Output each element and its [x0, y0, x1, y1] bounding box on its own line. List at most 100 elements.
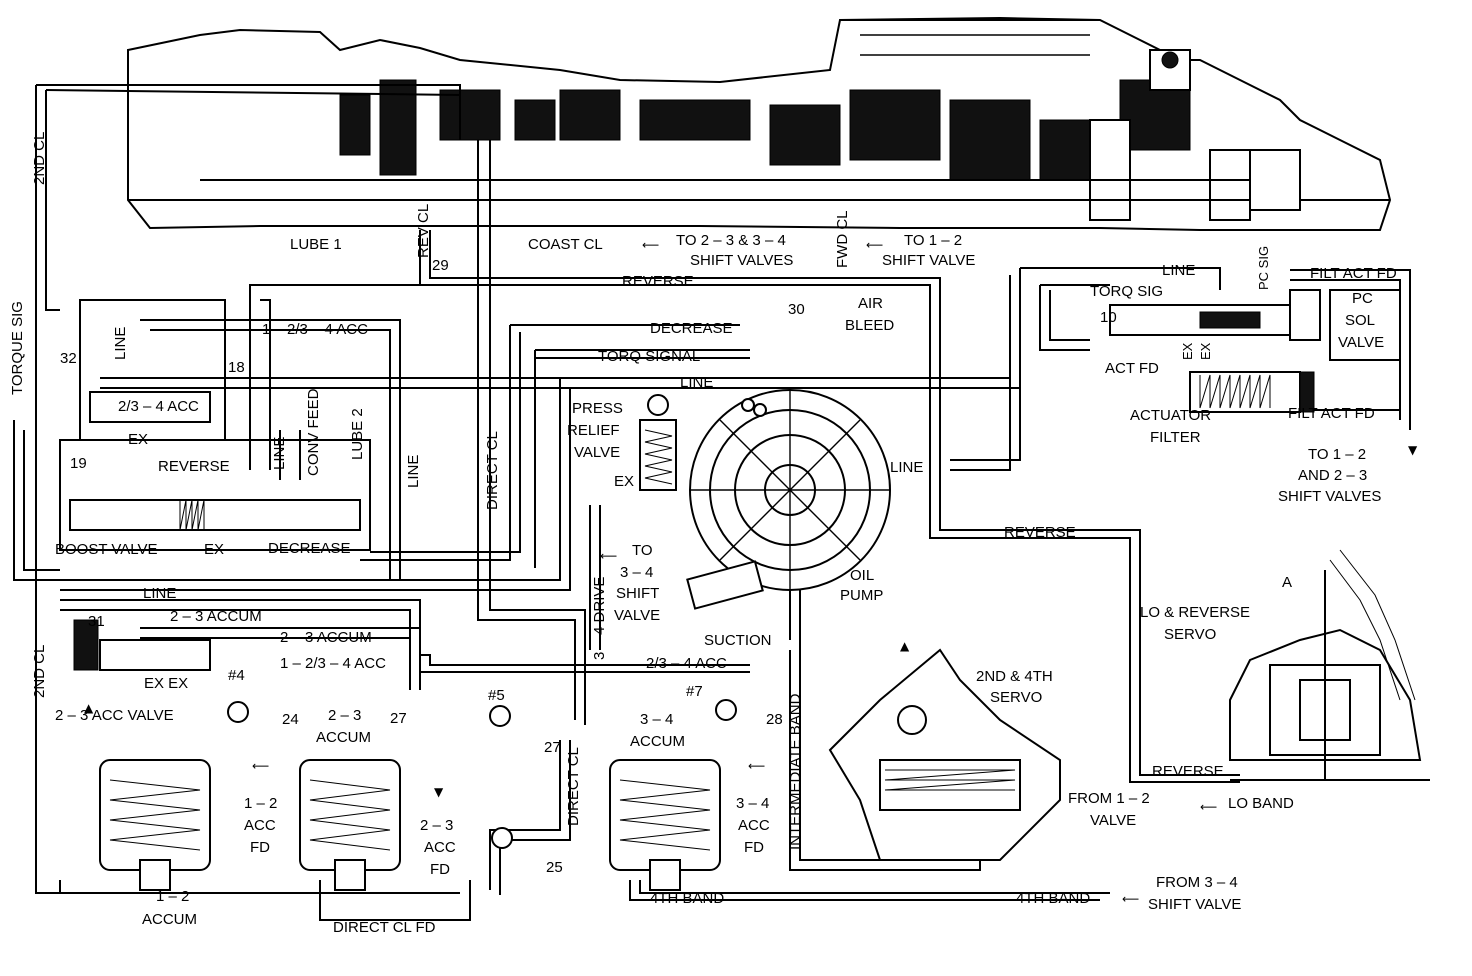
- torq-sig-label: TORQ SIG: [1090, 283, 1163, 300]
- a-mark: A: [1282, 574, 1292, 591]
- 2-3-acc-valve-label: 2 – 3 ACC VALVE: [55, 707, 174, 724]
- line-acc-label: LINE: [143, 585, 176, 602]
- arrow-up-icon: ▲: [900, 639, 910, 653]
- num-19: 19: [70, 455, 87, 472]
- num-18: 18: [228, 359, 245, 376]
- arrow-left-icon: ⟵: [1200, 800, 1217, 814]
- check-ball-4: [227, 701, 249, 723]
- lo-band-label: LO BAND: [1228, 795, 1294, 812]
- reverse-top-label: REVERSE: [622, 273, 694, 290]
- lo-rev-servo-label-2: SERVO: [1164, 626, 1216, 643]
- filt-act-fd-bottom-label: FILT ACT FD: [1288, 405, 1375, 422]
- ball-4-label: #4: [228, 667, 245, 684]
- ex-ex-label: EX EX: [144, 675, 188, 692]
- pump-label: PUMP: [840, 587, 883, 604]
- accum-3-4: [609, 759, 721, 891]
- decrease-top-label: DECREASE: [650, 320, 733, 337]
- acc-fd-12-label-1: 1 – 2: [244, 795, 277, 812]
- pc-sol-valve-label-2: SOL: [1345, 312, 1375, 329]
- relief-label: RELIEF: [567, 422, 620, 439]
- from-3-4-label-2: SHIFT VALVE: [1148, 896, 1241, 913]
- accum-34-label-2: ACCUM: [630, 733, 685, 750]
- acc-fd-34-label-1: 3 – 4: [736, 795, 769, 812]
- bleed-label: BLEED: [845, 317, 894, 334]
- transmission-cross-section: [127, 16, 1392, 231]
- torque-sig-label: TORQUE SIG: [9, 301, 26, 395]
- press-relief-valve: [639, 394, 677, 491]
- to-3-4-label-3: SHIFT: [616, 585, 659, 602]
- 4th-band-label-a: 4TH BAND: [650, 890, 724, 907]
- arrow-left-icon: ⟵: [642, 238, 659, 252]
- pc-solenoid-and-filter: [1109, 289, 1401, 413]
- ex-c-label: EX: [614, 473, 634, 490]
- ex-label-1: EX: [1180, 342, 1195, 360]
- coast-cl-label: COAST CL: [528, 236, 603, 253]
- left-valves: [69, 391, 361, 671]
- check-ball-5: [489, 705, 511, 727]
- acc-fd-34-label-3: FD: [744, 839, 764, 856]
- to-12-23-label-1: TO 1 – 2: [1308, 446, 1366, 463]
- acc-fd-12-label-3: FD: [250, 839, 270, 856]
- accum-34-label-1: 3 – 4: [640, 711, 673, 728]
- 2-3-accum-label-a: 2 – 3 ACCUM: [170, 608, 262, 625]
- ex-label-2: EX: [1198, 342, 1213, 360]
- pc-sol-valve-label-3: VALVE: [1338, 334, 1384, 351]
- reverse-right-label: REVERSE: [1004, 524, 1076, 541]
- line-label-v3: LINE: [405, 455, 422, 488]
- arrow-left-icon: ⟵: [1122, 892, 1139, 906]
- labels: LUBE 1 REV CL 29 COAST CL TO 2 – 3 & 3 –…: [9, 132, 1397, 936]
- arrow-left-icon: ⟵: [600, 549, 617, 563]
- check-ball-lower: [491, 827, 513, 849]
- num-32: 32: [60, 350, 77, 367]
- lube-2-label: LUBE 2: [349, 408, 366, 460]
- actuator-label: ACTUATOR: [1130, 407, 1211, 424]
- num-25: 25: [546, 859, 563, 876]
- num-10: 10: [1100, 309, 1117, 326]
- hydraulic-passages: [13, 84, 1411, 921]
- accum-23-label-2: ACCUM: [316, 729, 371, 746]
- press-label: PRESS: [572, 400, 623, 417]
- num-27a: 27: [390, 710, 407, 727]
- torq-signal-label: TORQ SIGNAL: [598, 348, 700, 365]
- accum-23-label-1: 2 – 3: [328, 707, 361, 724]
- reverse-servo-label: REVERSE: [1152, 763, 1224, 780]
- acc-1234-label: 1 – 2/3 – 4 ACC: [262, 321, 368, 338]
- to-12-23-label-3: SHIFT VALVES: [1278, 488, 1381, 505]
- acc-234-label-c: 2/3 – 4 ACC: [646, 655, 727, 672]
- servo-2nd-4th-label-1: 2ND & 4TH: [976, 668, 1053, 685]
- accum-2-3: [299, 759, 401, 891]
- arrow-left-icon: ⟵: [866, 238, 883, 252]
- arrow-down-icon: ▼: [1408, 443, 1418, 457]
- direct-cl-v2-label: DIRECT CL: [565, 747, 582, 826]
- oil-label: OIL: [850, 567, 874, 584]
- suction-label: SUCTION: [704, 632, 772, 649]
- acc-fd-12-label-2: ACC: [244, 817, 276, 834]
- ex-a-label: EX: [128, 431, 148, 448]
- arrow-left-icon: ⟵: [748, 759, 765, 773]
- line-label-v1: LINE: [112, 327, 129, 360]
- num-24: 24: [282, 711, 299, 728]
- intermediate-band-label: INTERMEDIATE BAND: [787, 693, 804, 850]
- act-fd-label: ACT FD: [1105, 360, 1159, 377]
- rev-cl-label: REV CL: [415, 204, 432, 258]
- check-ball-7: [715, 699, 737, 721]
- shift-valves-label: SHIFT VALVES: [690, 252, 793, 269]
- to-3-4-label-1: TO: [632, 542, 653, 559]
- acc-fd-34-label-2: ACC: [738, 817, 770, 834]
- oil-pump: [686, 389, 891, 610]
- flow-arrows: ⟵ ⟵ ⟵ ⟵ ▲ ▼ ⟵ ⟵ ⟵ ▼ ▲: [84, 238, 1418, 906]
- from-3-4-label-1: FROM 3 – 4: [1156, 874, 1238, 891]
- arrow-down-icon: ▼: [434, 785, 444, 799]
- air-label: AIR: [858, 295, 883, 312]
- from-1-2-label-2: VALVE: [1090, 812, 1136, 829]
- 2-3-accum-label-b: 2 – 3 ACCUM: [280, 629, 372, 646]
- num-27b: 27: [544, 739, 561, 756]
- conv-feed-label: CONV FEED: [305, 388, 322, 476]
- acc-234-valve-label: 2/3 – 4 ACC: [118, 398, 199, 415]
- to-3-4-label-2: 3 – 4: [620, 564, 653, 581]
- ex-b-label: EX: [204, 541, 224, 558]
- to-1-2-label: TO 1 – 2: [904, 232, 962, 249]
- boost-valve-label: BOOST VALVE: [55, 541, 158, 558]
